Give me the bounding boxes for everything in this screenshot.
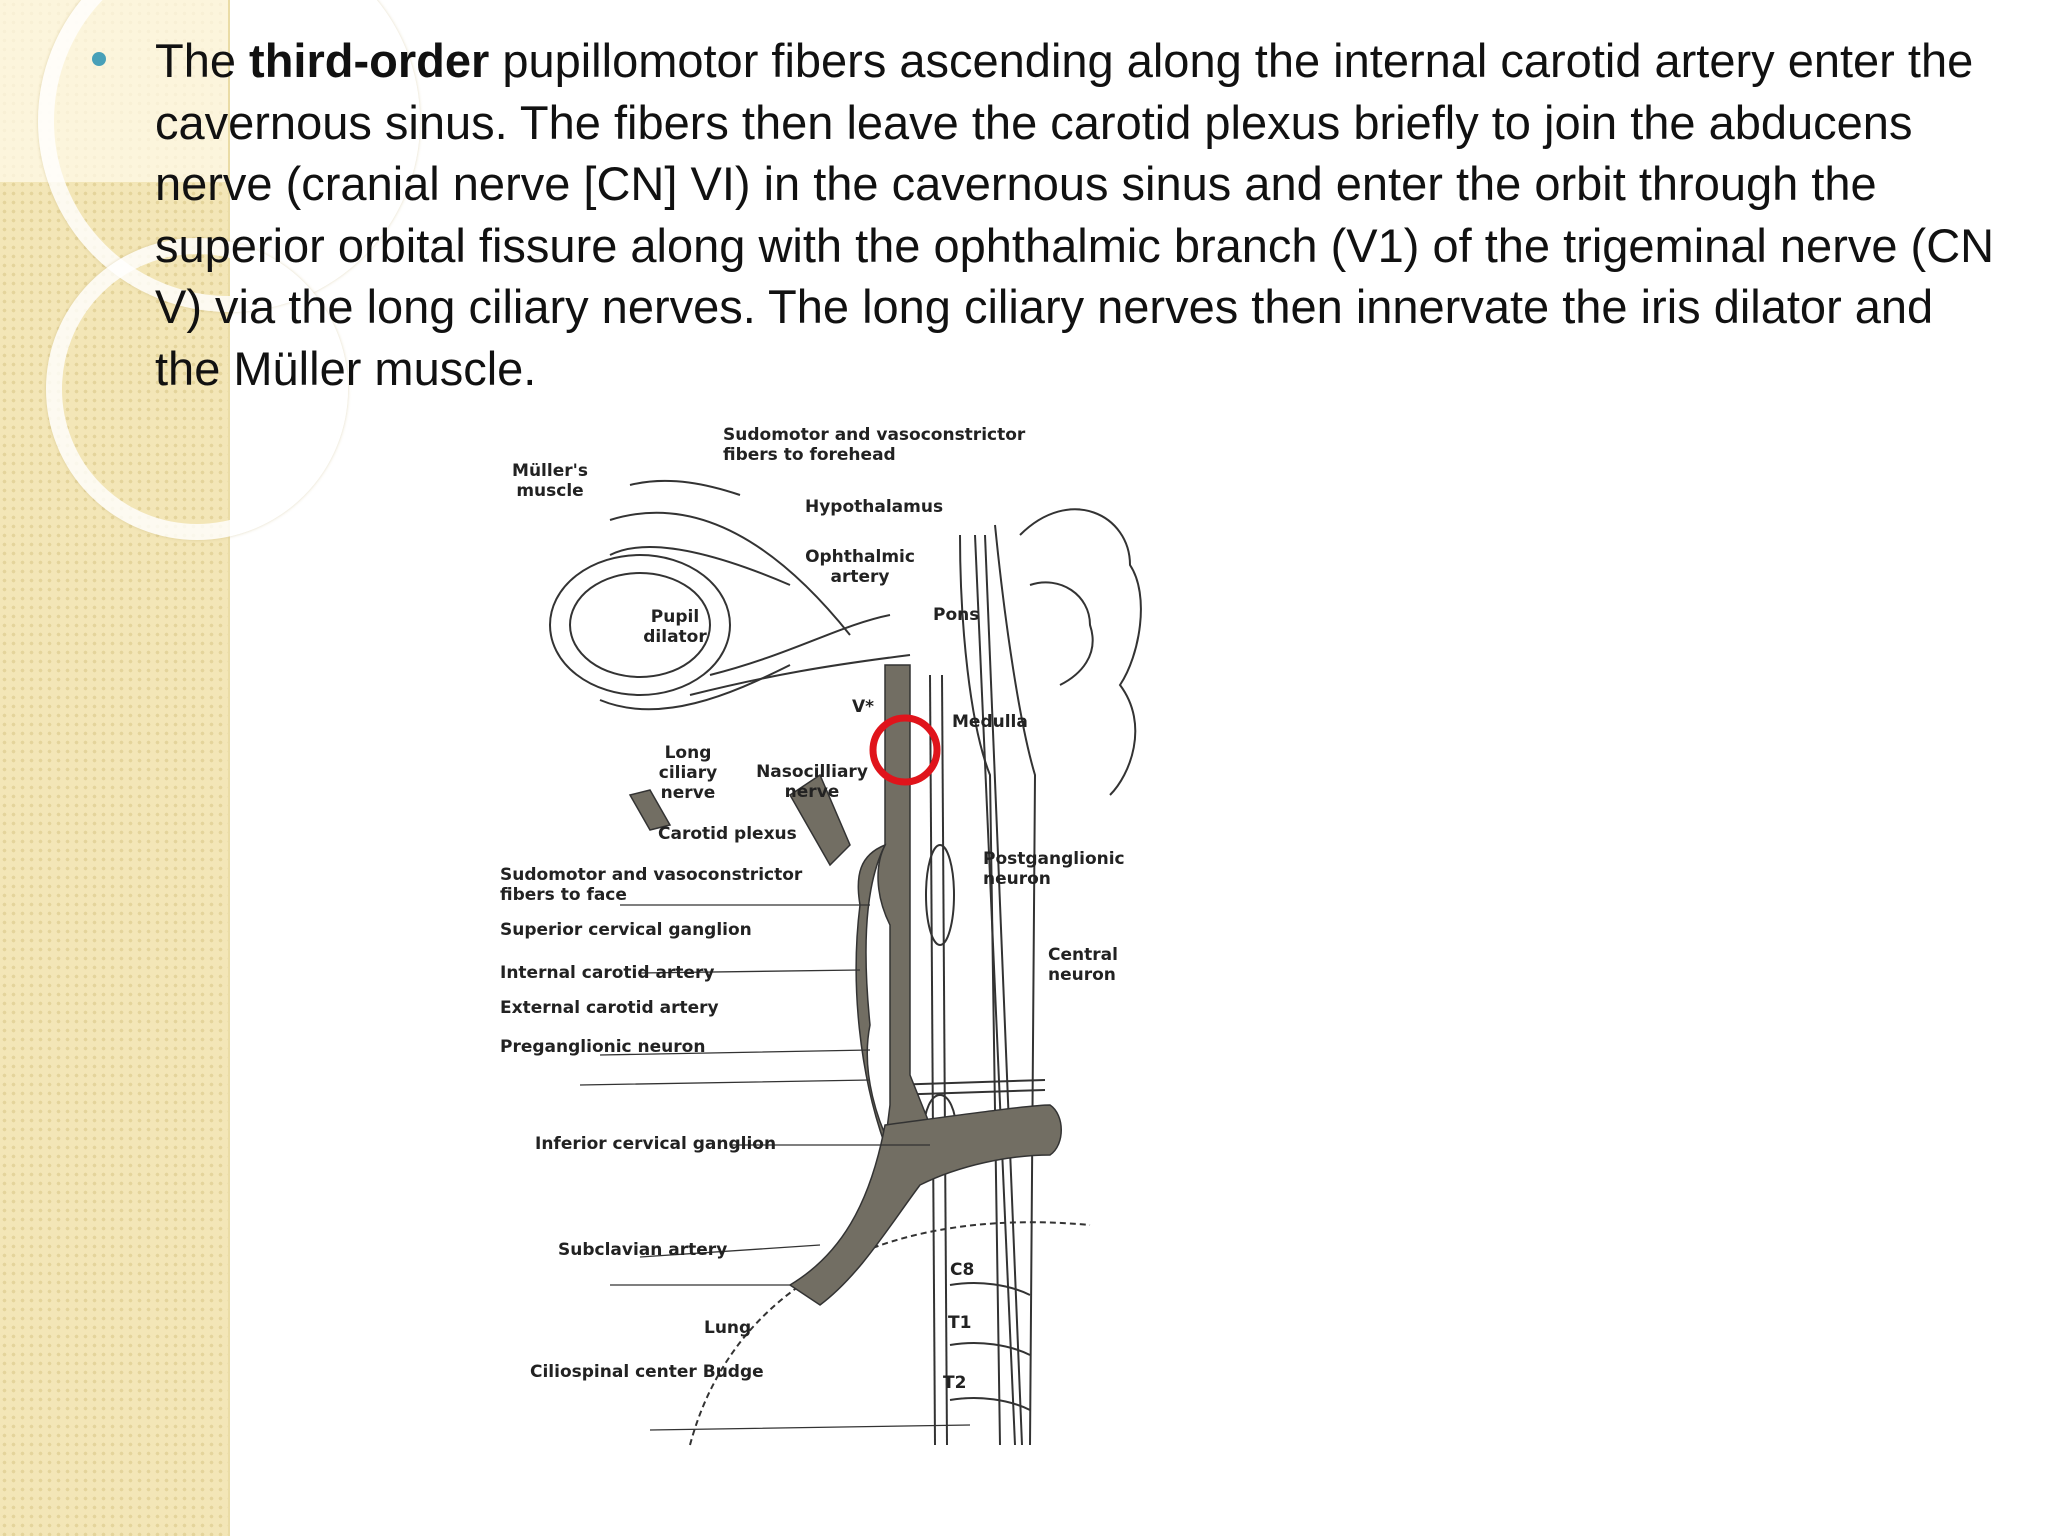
label-sudomotor-face: Sudomotor and vasoconstrictor fibers to … (500, 865, 803, 905)
label-postganglionic-neuron: Postganglionic neuron (983, 849, 1125, 889)
label-subclavian-artery: Subclavian artery (558, 1240, 728, 1260)
label-central-neuron: Central neuron (1048, 945, 1118, 985)
central-neuron-line (974, 534, 1016, 1446)
spinal-roots (949, 1282, 1031, 1411)
label-pons: Pons (933, 605, 980, 625)
label-lung: Lung (704, 1318, 752, 1338)
label-pupil-dilator: Pupil dilator (643, 607, 707, 647)
eye-inner (569, 572, 711, 678)
label-long-ciliary-nerve: Long ciliary nerve (658, 743, 718, 803)
label-superior-cervical-ganglion: Superior cervical ganglion (500, 920, 752, 940)
mullers-muscle-shape (628, 789, 672, 831)
bullet-icon (92, 52, 106, 66)
label-carotid-plexus: Carotid plexus (658, 824, 797, 844)
bullet-paragraph: The third-order pupillomotor fibers asce… (155, 30, 2005, 399)
label-internal-carotid-artery: Internal carotid artery (500, 963, 715, 983)
forehead-fibers-b (629, 479, 741, 496)
label-preganglionic-neuron: Preganglionic neuron (500, 1037, 706, 1057)
internal-carotid-artery-shape (877, 664, 931, 1146)
label-ophthalmic-artery: Ophthalmic artery (805, 547, 915, 587)
brain-outline (1019, 508, 1142, 796)
ciliary-nerve-line (709, 614, 891, 676)
ophthalmic-artery-shape (789, 773, 851, 867)
label-mullers-muscle: Müller's muscle (512, 461, 588, 501)
forehead-fibers (609, 511, 851, 636)
slide-text: The third-order pupillomotor fibers asce… (155, 30, 2005, 399)
spinal-cord-right (994, 524, 1037, 1446)
label-t2: T2 (943, 1373, 967, 1393)
label-c8: C8 (950, 1260, 975, 1280)
label-nasociliary-nerve: Nasocilliary nerve (756, 762, 868, 802)
paragraph-bold-term: third-order (249, 34, 490, 87)
paragraph-rest: pupillomotor fibers ascending along the … (155, 34, 1995, 395)
eye-globe (549, 554, 731, 696)
superior-cervical-ganglion-shape (925, 844, 955, 946)
sympathetic-pathway-diagram: Sudomotor and vasoconstrictor fibers to … (490, 425, 1142, 1455)
label-external-carotid-artery: External carotid artery (500, 998, 719, 1018)
label-ciliospinal-center: Ciliospinal center Budge (530, 1362, 764, 1382)
diagram-drawing (549, 479, 1142, 1446)
central-neuron-line-b (984, 534, 1023, 1446)
orbit-floor (599, 664, 791, 711)
orbit-roof (609, 545, 791, 586)
paragraph-start: The (155, 34, 250, 87)
label-inferior-cervical-ganglion: Inferior cervical ganglion (535, 1134, 777, 1154)
brain-fold (1029, 581, 1094, 686)
label-t1: T1 (948, 1313, 972, 1333)
decorative-side-strip (0, 0, 420, 1536)
sympathetic-chain-b (941, 674, 948, 1446)
sympathetic-chain (929, 674, 936, 1446)
subclavian-artery-shape (788, 1104, 1062, 1306)
label-medulla: Medulla (952, 712, 1028, 732)
label-hypothalamus: Hypothalamus (805, 497, 944, 517)
nasociliary-line (689, 654, 911, 696)
label-v-star: V* (852, 697, 875, 717)
label-sudomotor-forehead: Sudomotor and vasoconstrictor fibers to … (723, 425, 1026, 465)
highlight-circle (869, 714, 941, 786)
